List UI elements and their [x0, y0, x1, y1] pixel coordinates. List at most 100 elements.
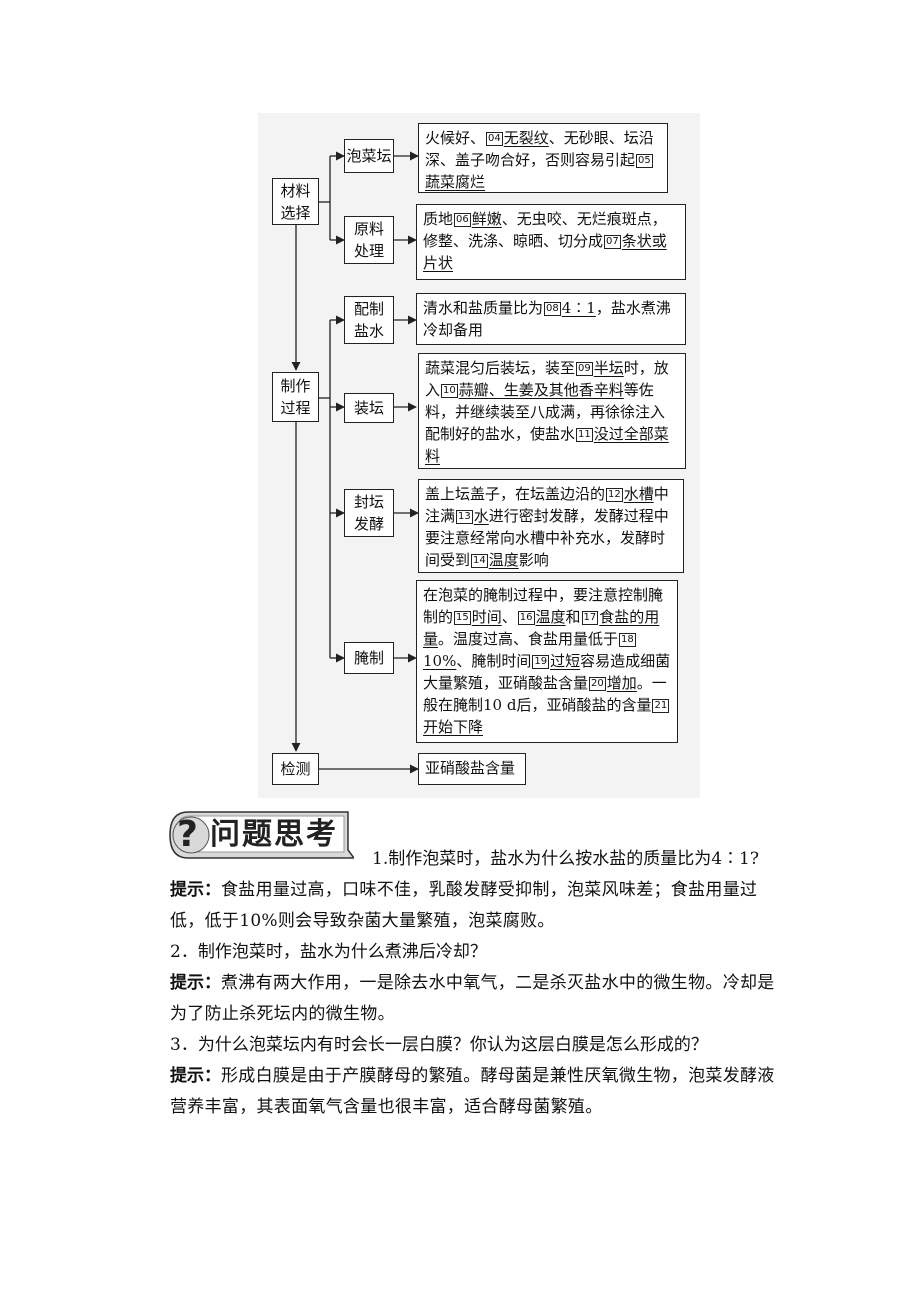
answer-text: 蔬菜腐烂	[425, 173, 486, 191]
step-brine-line2: 盐水	[353, 322, 384, 340]
detail-text: 。一般在腌制10 d后，亚硝酸盐的含量	[423, 674, 667, 714]
node-testing-label: 检测	[280, 760, 311, 778]
blank-number: 13	[456, 510, 473, 524]
step-jar: 泡菜坛	[344, 139, 394, 173]
answer-text: 鲜嫩	[471, 210, 502, 228]
answer-text: 过短	[550, 652, 581, 670]
blank-number: 21	[652, 699, 670, 713]
node-materials: 材料 选择	[272, 178, 319, 225]
detail-text: 在泡菜的腌制过程中，要注意控制腌制的	[423, 586, 664, 626]
blank-number: 17	[581, 611, 599, 625]
blank-number: 06	[454, 213, 471, 227]
detail-text: 、腌制时间	[456, 652, 532, 670]
hint-2-text: 煮沸有两大作用，一是除去水中氧气，二是杀灭盐水中的微生物。冷却是为了防止杀死坛内…	[170, 973, 775, 1024]
question-mark-icon: ?	[177, 814, 198, 855]
hint-3-text: 形成白膜是由于产膜酵母的繁殖。酵母菌是兼性厌氧微生物，泡菜发酵液营养丰富，其表面…	[170, 1066, 775, 1117]
step-pickle-label: 腌制	[353, 649, 384, 667]
answer-text: 10%	[423, 652, 457, 670]
hint-3: 提示：形成白膜是由于产膜酵母的繁殖。酵母菌是兼性厌氧微生物，泡菜发酵液营养丰富，…	[170, 1061, 790, 1123]
blank-number: 14	[471, 554, 488, 568]
step-seal: 封坛 发酵	[344, 489, 394, 537]
blank-number: 20	[589, 677, 606, 691]
blank-number: 07	[604, 235, 621, 249]
hint-1-text: 食盐用量过高，口味不佳，乳酸发酵受抑制，泡菜风味差；食盐用量过低，低于10%则会…	[170, 880, 758, 931]
answer-text: 增加	[606, 674, 637, 692]
blank-number: 05	[636, 154, 653, 168]
detail-text: ，盐水煮沸冷却备用	[423, 299, 671, 339]
answer-text: 没过全部菜料	[425, 425, 669, 465]
detail-text: 容易造成细菌大量繁殖，亚硝酸盐含量	[423, 652, 671, 692]
answer-text: 条状或片状	[423, 232, 667, 272]
blank-number: 19	[532, 655, 550, 669]
question-2: 2．制作泡菜时，盐水为什么煮沸后冷却？	[170, 942, 487, 962]
hint-2: 提示：煮沸有两大作用，一是除去水中氧气，二是杀灭盐水中的微生物。冷却是为了防止杀…	[170, 968, 790, 1030]
flow-diagram: 材料 选择 制作 过程 检测 泡菜坛 原料 处理 配制 盐水 装坛 封坛 发酵 …	[258, 113, 700, 798]
detail-text: 盖上坛盖子，在坛盖边沿的	[425, 485, 606, 503]
blank-number: 11	[576, 428, 593, 442]
blank-number: 12	[606, 488, 623, 502]
blank-number: 16	[517, 611, 535, 625]
detail-text: 等佐料，并继续装至八成满，再徐徐注入配制好的盐水，使盐水	[425, 381, 666, 443]
blank-number: 04	[486, 132, 503, 146]
answer-text: 水	[473, 507, 489, 525]
connector-lines	[291, 151, 419, 774]
blank-number: 08	[544, 302, 561, 316]
hint-1: 提示：食盐用量过高，口味不佳，乳酸发酵受抑制，泡菜风味差；食盐用量过低，低于10…	[170, 875, 790, 937]
step-jar-label: 泡菜坛	[346, 147, 392, 165]
detail-text: 蔬菜混匀后装坛，装至	[425, 359, 576, 377]
answer-text: 开始下降	[423, 718, 484, 736]
answer-text: 时间	[471, 608, 502, 626]
hint-3-label: 提示：	[170, 1066, 221, 1086]
blank-number: 09	[576, 362, 593, 376]
node-process-line2: 过程	[280, 399, 311, 417]
answer-text: 4∶1	[561, 299, 596, 317]
detail-text: 火候好、	[425, 129, 486, 147]
detail-text: 进行密封发酵，发酵过程中要注意经常向水槽中补充水，发酵时间受到	[425, 507, 669, 569]
detail-text: 亚硝酸盐含量	[425, 759, 516, 777]
node-process-line1: 制作	[280, 377, 311, 395]
detail-text: 影响	[518, 551, 549, 569]
detail-text: 质地	[423, 210, 454, 228]
detail-text: 、无虫咬、无烂痕斑点，修整、洗涤、晾晒、切分成	[423, 210, 667, 250]
answer-text: 温度	[535, 608, 566, 626]
hint-2-label: 提示：	[170, 973, 221, 993]
detail-text: 清水和盐质量比为	[423, 299, 544, 317]
node-materials-line2: 选择	[280, 203, 311, 222]
node-testing: 检测	[272, 753, 319, 785]
answer-text: 温度	[488, 551, 519, 569]
blank-number: 10	[441, 384, 458, 398]
question-1: 1.制作泡菜时，盐水为什么按水盐的质量比为4∶1?	[372, 849, 759, 869]
detail-text: 、无砂眼、坛沿深、盖子吻合好，否则容易引起	[425, 129, 654, 169]
step-raw-line1: 原料	[353, 220, 384, 238]
step-seal-line2: 发酵	[353, 515, 384, 533]
detail-text: 、	[501, 608, 517, 626]
node-process: 制作 过程	[272, 372, 319, 422]
blank-number: 18	[619, 633, 636, 647]
answer-text: 蒜瓣、生姜及其他香辛料	[458, 381, 624, 399]
step-raw: 原料 处理	[344, 216, 394, 264]
step-pack: 装坛	[344, 393, 394, 423]
step-seal-line1: 封坛	[353, 493, 384, 511]
question-3: 3．为什么泡菜坛内有时会长一层白膜？你认为这层白膜是怎么形成的？	[170, 1035, 708, 1055]
detail-text: 和	[565, 608, 581, 626]
answer-text: 食盐的用量	[423, 608, 660, 648]
section-title: 问题思考	[210, 817, 338, 852]
step-pickle: 腌制	[344, 642, 394, 674]
detail-test: 亚硝酸盐含量	[418, 753, 526, 785]
blank-number: 15	[454, 611, 471, 625]
hint-1-label: 提示：	[170, 880, 221, 900]
detail-text: 。温度过高、食盐用量低于	[438, 630, 619, 648]
step-brine: 配制 盐水	[344, 296, 394, 344]
step-raw-line2: 处理	[353, 242, 384, 260]
section-badge: ? 问题思考	[168, 810, 354, 860]
step-brine-line1: 配制	[353, 300, 384, 318]
detail-text: 时，放入	[425, 359, 669, 399]
answer-text: 水槽	[623, 485, 654, 503]
node-materials-line1: 材料	[280, 181, 311, 200]
